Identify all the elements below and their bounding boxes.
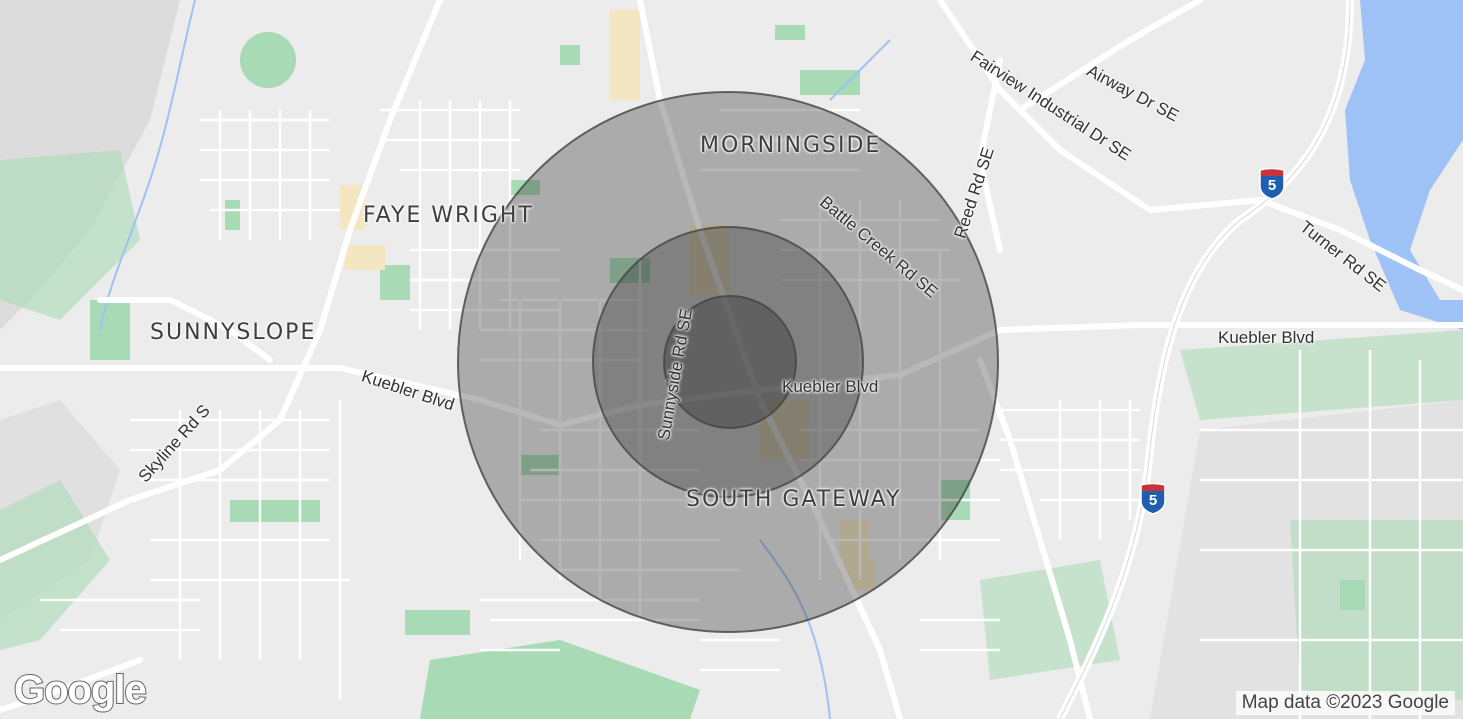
road-label: Kuebler Blvd (1218, 328, 1315, 347)
commercial-areas (340, 10, 875, 590)
neighborhood-label: SOUTH GATEWAY (686, 487, 902, 512)
neighborhood-label: SUNNYSLOPE (150, 320, 317, 345)
neighborhood-label: MORNINGSIDE (700, 133, 882, 158)
streams (99, 0, 891, 719)
outer-ring (457, 91, 999, 633)
google-logo[interactable]: Google (13, 667, 148, 713)
neighborhood-label: FAYE WRIGHT (363, 203, 534, 228)
middle-ring (592, 226, 864, 498)
map-attribution[interactable]: Map data ©2023 Google (1235, 691, 1455, 715)
interstate-shield-icon: 5 (1258, 167, 1286, 200)
interstate-shield-icon: 5 (1139, 482, 1167, 515)
road-label: Kuebler Blvd (782, 377, 879, 396)
inner-ring (663, 295, 797, 429)
radius-rings (457, 91, 999, 633)
